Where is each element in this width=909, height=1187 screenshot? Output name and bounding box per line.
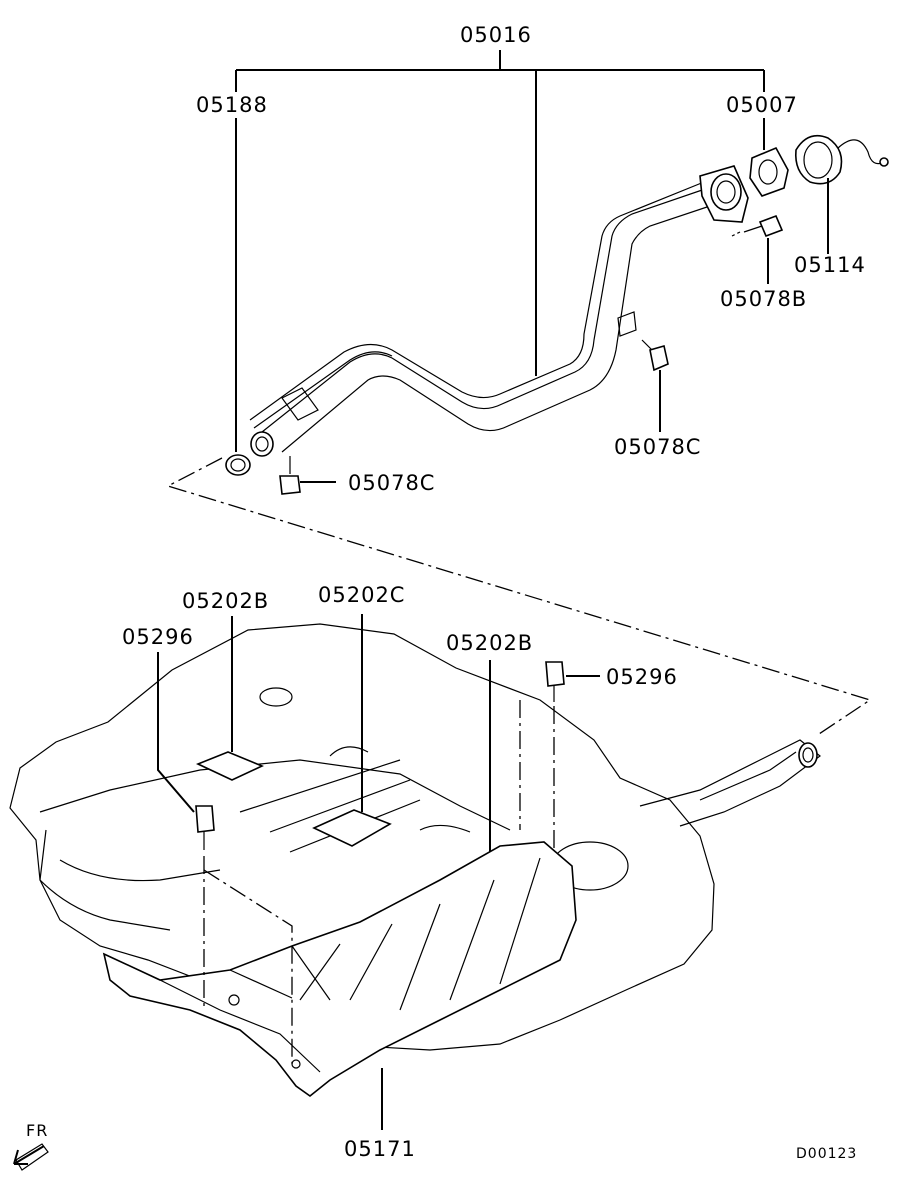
label-05296-right: 05296 bbox=[606, 665, 678, 689]
label-05078b: 05078B bbox=[720, 287, 807, 311]
pad-left bbox=[195, 616, 264, 781]
gasket bbox=[749, 118, 789, 197]
phantom-connection-line bbox=[166, 457, 872, 737]
label-05078c-hose: 05078C bbox=[348, 471, 435, 495]
bolt-05078c-bracket bbox=[641, 339, 669, 432]
filler-neck-head bbox=[699, 165, 749, 223]
bolt-05078c-hose bbox=[279, 456, 336, 495]
front-direction-arrow-icon bbox=[13, 1143, 49, 1171]
label-05016: 05016 bbox=[460, 23, 532, 47]
label-05171: 05171 bbox=[344, 1137, 416, 1161]
bolt-05296-right bbox=[519, 661, 600, 848]
label-05296-left: 05296 bbox=[122, 625, 194, 649]
bolt-05078b bbox=[731, 214, 784, 284]
label-05078c-bracket: 05078C bbox=[614, 435, 701, 459]
label-05188: 05188 bbox=[196, 93, 268, 117]
label-05202c: 05202C bbox=[318, 583, 405, 607]
label-05114: 05114 bbox=[794, 253, 866, 277]
fuel-tank bbox=[9, 623, 821, 1051]
direction-label: FR bbox=[26, 1121, 48, 1140]
label-05202b-left: 05202B bbox=[182, 589, 269, 613]
hose bbox=[225, 454, 251, 476]
filler-neck-assembly bbox=[225, 50, 889, 495]
label-05202b-right: 05202B bbox=[446, 631, 533, 655]
tank-protector bbox=[102, 841, 577, 1130]
fuel-cap bbox=[794, 134, 889, 254]
label-05007: 05007 bbox=[726, 93, 798, 117]
pad-center bbox=[312, 614, 392, 847]
bolt-05296-left bbox=[157, 652, 293, 1064]
figure-code: D00123 bbox=[796, 1146, 857, 1162]
